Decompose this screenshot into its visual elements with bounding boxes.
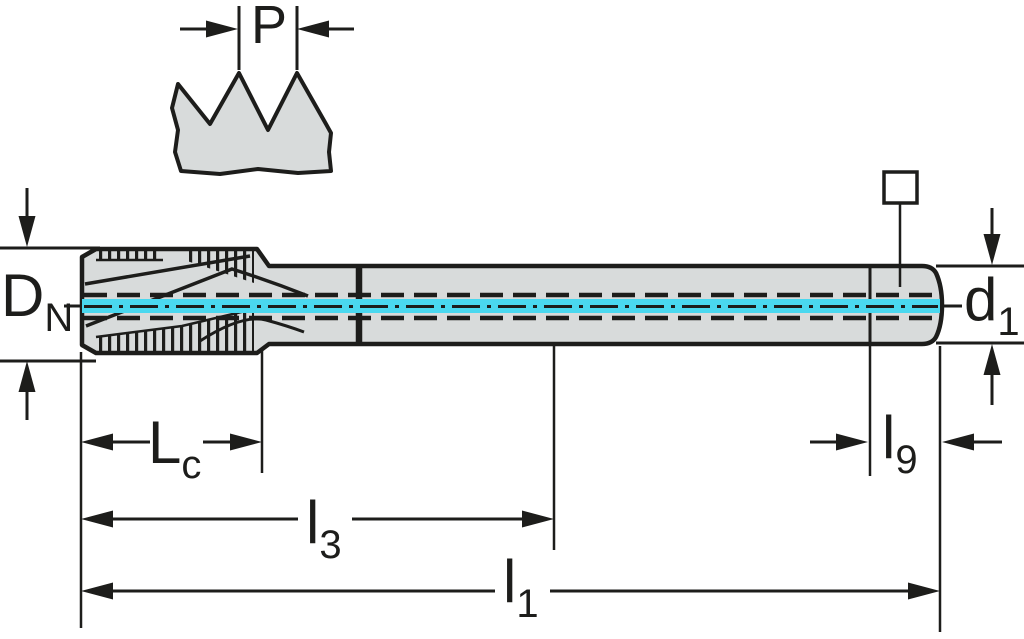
l1-arrow-right-icon	[908, 582, 940, 600]
label-dn-base: D	[1, 262, 45, 329]
thread-comb-top-left	[96, 251, 162, 259]
dim-l1	[81, 582, 940, 600]
label-overall-length-l1: l 1	[503, 548, 539, 626]
thread-comb-edge	[95, 307, 255, 339]
label-l1-base: l	[503, 548, 517, 615]
label-l3-sub: 3	[319, 523, 342, 567]
lc-arrow-left-icon	[81, 433, 113, 451]
p-arrow-right-icon	[297, 20, 329, 38]
l3-arrow-right-icon	[522, 510, 554, 528]
label-nominal-diameter: D N	[1, 262, 74, 340]
square-drive-symbol	[882, 170, 919, 287]
flute-edge-upper	[84, 254, 251, 286]
p-arrow-left-icon	[206, 20, 238, 38]
label-l3-base: l	[306, 489, 320, 556]
tap-body	[64, 246, 962, 356]
d1-arrow-up-icon	[983, 344, 1001, 375]
label-shank-diameter: d 1	[964, 266, 1020, 344]
label-l9-sub: 9	[895, 438, 918, 482]
label-dn-sub: N	[44, 296, 74, 340]
dim-l9	[810, 433, 1002, 451]
thread-profile-detail	[170, 6, 354, 176]
lc-arrow-right-icon	[230, 433, 262, 451]
dn-arrow-down-icon	[18, 216, 36, 247]
label-lc-sub: c	[181, 443, 202, 487]
label-lc-base: L	[148, 409, 182, 476]
label-pitch: P	[251, 0, 287, 52]
label-d1-sub: 1	[997, 300, 1020, 344]
dim-l3	[81, 510, 554, 528]
square-drive-icon	[882, 170, 919, 205]
d1-arrow-down-icon	[983, 234, 1001, 265]
l3-arrow-left-icon	[81, 510, 113, 528]
l1-arrow-left-icon	[81, 582, 113, 600]
flute-edge-lower	[85, 267, 309, 328]
label-pitch-base: P	[251, 0, 288, 55]
label-l1-sub: 1	[516, 582, 539, 626]
l9-arrow-left-pointing-icon	[942, 433, 974, 451]
dn-arrow-up-icon	[18, 361, 36, 392]
l9-arrow-right-pointing-icon	[836, 433, 868, 451]
dim-lc	[81, 433, 262, 451]
label-l9-base: l	[882, 404, 896, 471]
dim-d1	[936, 208, 1024, 405]
label-chamfer-length: L c	[148, 409, 202, 487]
label-length-l3: l 3	[306, 489, 342, 567]
dim-dn	[0, 188, 100, 420]
thread-profile-shape	[170, 71, 333, 176]
label-d1-base: d	[964, 266, 998, 333]
label-square-length-l9: l 9	[882, 404, 918, 482]
